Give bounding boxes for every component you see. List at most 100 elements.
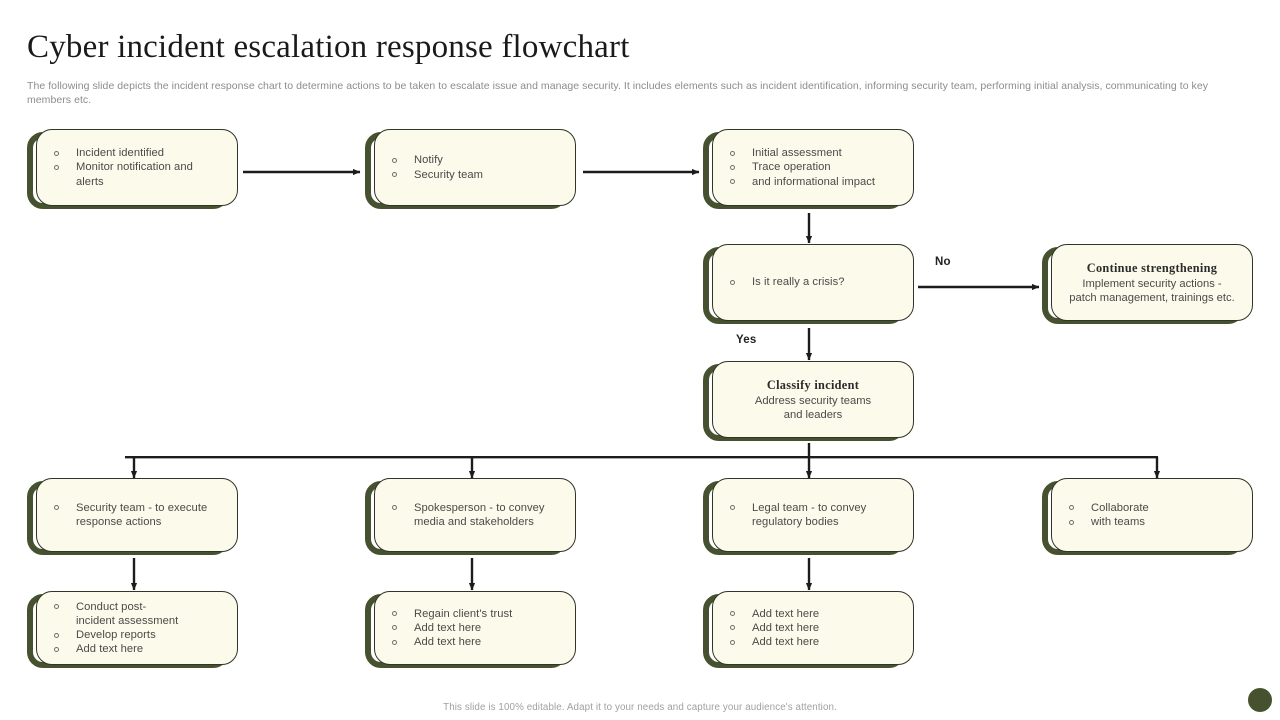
bullet-list: Add text here Add text here Add text her… [728, 607, 900, 650]
page-title: Cyber incident escalation response flowc… [27, 29, 630, 65]
bullet-icon [54, 632, 59, 638]
bullet-icon [392, 625, 397, 631]
bullet-icon [730, 611, 735, 617]
bullet-icon [730, 625, 735, 631]
bullet-icon [730, 164, 735, 170]
list-item: and informational impact [728, 175, 900, 189]
node-subtext-line-2: patch management, trainings etc. [1069, 292, 1235, 304]
list-item: Regain client's trust [390, 607, 562, 621]
list-item: Is it really a crisis? [728, 275, 900, 289]
node-content: Is it really a crisis? [712, 244, 914, 321]
bullet-list: Initial assessment Trace operation and i… [728, 146, 900, 189]
bullet-list: Incident identified Monitor notification… [52, 146, 224, 189]
node-content: Add text here Add text here Add text her… [712, 591, 914, 665]
list-item: Develop reports [52, 628, 224, 642]
list-item: Notify [390, 153, 562, 167]
bullet-icon [730, 179, 735, 185]
node-notify-security-team[interactable]: Notify Security team [365, 129, 576, 209]
bullet-icon [54, 646, 59, 652]
node-content: Notify Security team [374, 129, 576, 206]
node-post-incident[interactable]: Conduct post-incident assessment Develop… [27, 591, 238, 668]
node-classify-incident[interactable]: Classify incident Address security teams… [703, 361, 914, 441]
bullet-icon [730, 639, 735, 645]
node-subtext-line-1: Implement security actions - [1082, 277, 1222, 290]
node-continue-strengthening[interactable]: Continue strengthening Implement securit… [1042, 244, 1253, 324]
node-content: Regain client's trust Add text here Add … [374, 591, 576, 665]
corner-dot-decoration [1248, 688, 1272, 712]
node-face [712, 361, 914, 438]
edge-label-no: No [935, 256, 951, 268]
node-face [712, 129, 914, 206]
node-heading: Classify incident [766, 377, 860, 392]
node-content: Conduct post-incident assessment Develop… [36, 591, 238, 665]
bullet-icon [730, 505, 735, 511]
node-face [374, 129, 576, 206]
node-regain-trust[interactable]: Regain client's trust Add text here Add … [365, 591, 576, 668]
node-face [1051, 478, 1253, 552]
node-legal-followup[interactable]: Add text here Add text here Add text her… [703, 591, 914, 668]
node-face [374, 478, 576, 552]
list-item: Add text here [728, 635, 900, 649]
bullet-icon [1069, 519, 1074, 525]
node-content: Collaborate with teams [1051, 478, 1253, 552]
list-item: Trace operation [728, 160, 900, 174]
node-face [36, 478, 238, 552]
bullet-icon [730, 150, 735, 156]
bullet-list: Notify Security team [390, 153, 562, 181]
list-item: Conduct post-incident assessment [52, 600, 224, 628]
node-subtext-line-1: Address security teams [754, 394, 872, 407]
node-face [712, 244, 914, 321]
edge-label-yes: Yes [736, 334, 757, 346]
list-item: Security team [390, 168, 562, 182]
bullet-icon [54, 604, 59, 610]
node-content: Classify incident Address security teams… [712, 361, 914, 438]
node-content: Continue strengthening Implement securit… [1051, 244, 1253, 321]
bullet-icon [392, 505, 397, 511]
node-heading: Continue strengthening [1086, 260, 1218, 275]
bullet-icon [392, 157, 397, 163]
node-initial-assessment[interactable]: Initial assessment Trace operation and i… [703, 129, 914, 209]
node-face [36, 129, 238, 206]
node-face [712, 478, 914, 552]
list-item: Incident identified [52, 146, 224, 160]
list-item: Add text here [52, 642, 224, 656]
node-face [712, 591, 914, 665]
footer-note: This slide is 100% editable. Adapt it to… [443, 702, 837, 713]
bullet-icon [730, 279, 735, 285]
list-item: with teams [1067, 515, 1239, 529]
node-is-it-really-a-crisis[interactable]: Is it really a crisis? [703, 244, 914, 324]
node-subtext-line-2: and leaders [783, 409, 843, 421]
node-face [1051, 244, 1253, 321]
list-item: Add text here [390, 635, 562, 649]
node-incident-identified[interactable]: Incident identified Monitor notification… [27, 129, 238, 209]
node-collaborate[interactable]: Collaborate with teams [1042, 478, 1253, 555]
bullet-icon [54, 164, 59, 170]
bullet-list: Conduct post-incident assessment Develop… [52, 600, 224, 657]
bullet-icon [54, 505, 59, 511]
list-item: Add text here [728, 621, 900, 635]
list-item: Collaborate [1067, 501, 1239, 515]
bullet-icon [54, 150, 59, 156]
node-content: Initial assessment Trace operation and i… [712, 129, 914, 206]
node-content: Incident identified Monitor notification… [36, 129, 238, 206]
bullet-list: Regain client's trust Add text here Add … [390, 607, 562, 650]
list-item: Initial assessment [728, 146, 900, 160]
bullet-list: Is it really a crisis? [728, 275, 900, 289]
list-item: Add text here [728, 607, 900, 621]
bullet-icon [1069, 505, 1074, 511]
node-face [374, 591, 576, 665]
